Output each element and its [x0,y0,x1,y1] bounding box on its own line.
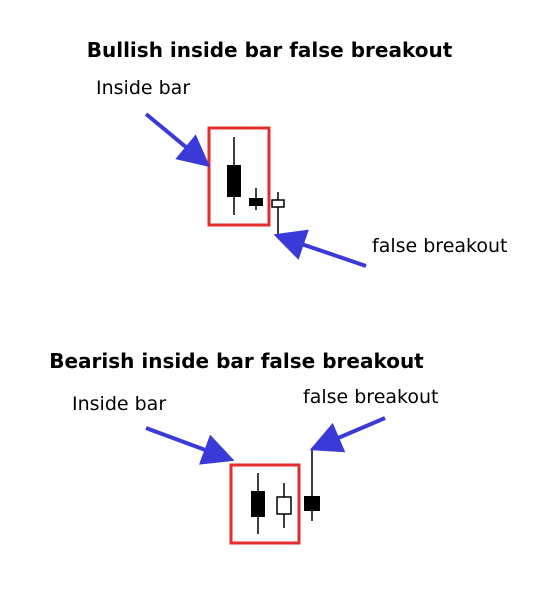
bearish-mother-candle [251,473,265,534]
bearish-diagram-title: Bearish inside bar false breakout [49,349,424,373]
bullish-inside-bar-highlight-box [207,126,271,227]
bullish-inside-candle [249,188,263,210]
bearish-inside-bar-arrow [145,426,235,465]
bearish-false-breakout-arrow [309,416,386,453]
bullish-diagram [144,112,367,268]
bearish-false-breakout-label: false breakout [303,386,439,408]
bullish-inside-bar-arrow [144,112,211,168]
bullish-inside-bar-label: Inside bar [96,77,191,99]
bullish-diagram-title: Bullish inside bar false breakout [86,38,453,62]
bullish-false-breakout-label: false breakout [372,235,508,257]
bullish-false-breakout-arrow [273,229,367,268]
bearish-inside-bar-highlight-box [229,463,301,545]
bearish-diagram [145,416,386,545]
bearish-inside-candle [276,483,292,528]
bullish-breakout-candle [271,192,285,236]
bullish-mother-candle [227,137,241,215]
bearish-inside-bar-label: Inside bar [72,393,167,415]
bearish-breakout-candle [304,449,320,521]
